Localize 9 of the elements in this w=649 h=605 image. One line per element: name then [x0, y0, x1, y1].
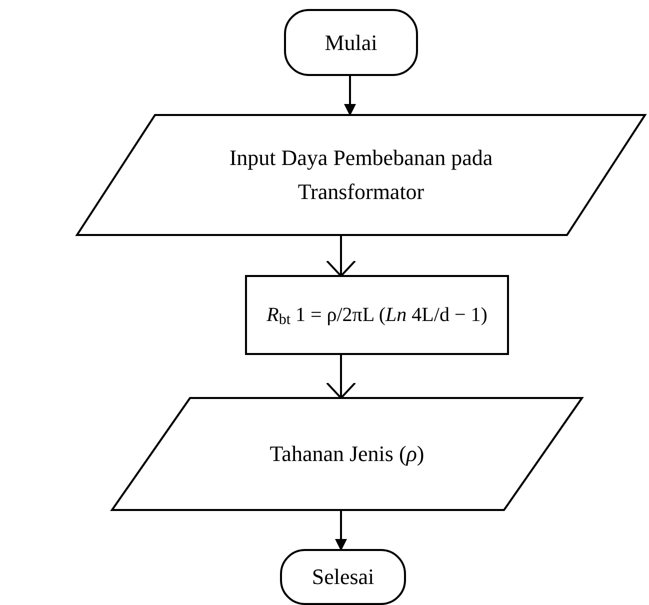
- formula-text: R$_{bt}$ 1 = ρ/2πL (Ln 4L/d − 1): [266, 302, 488, 328]
- node-label: Selesai: [312, 563, 374, 591]
- arrow: [344, 75, 356, 116]
- node-label: Input Daya Pembebanan pada Transformator: [228, 144, 494, 206]
- arrow: [326, 354, 356, 399]
- arrow: [335, 510, 347, 551]
- node-label: Tahanan Jenis (ρ): [270, 440, 424, 468]
- arrow: [326, 235, 356, 277]
- node-label: Mulai: [324, 28, 378, 56]
